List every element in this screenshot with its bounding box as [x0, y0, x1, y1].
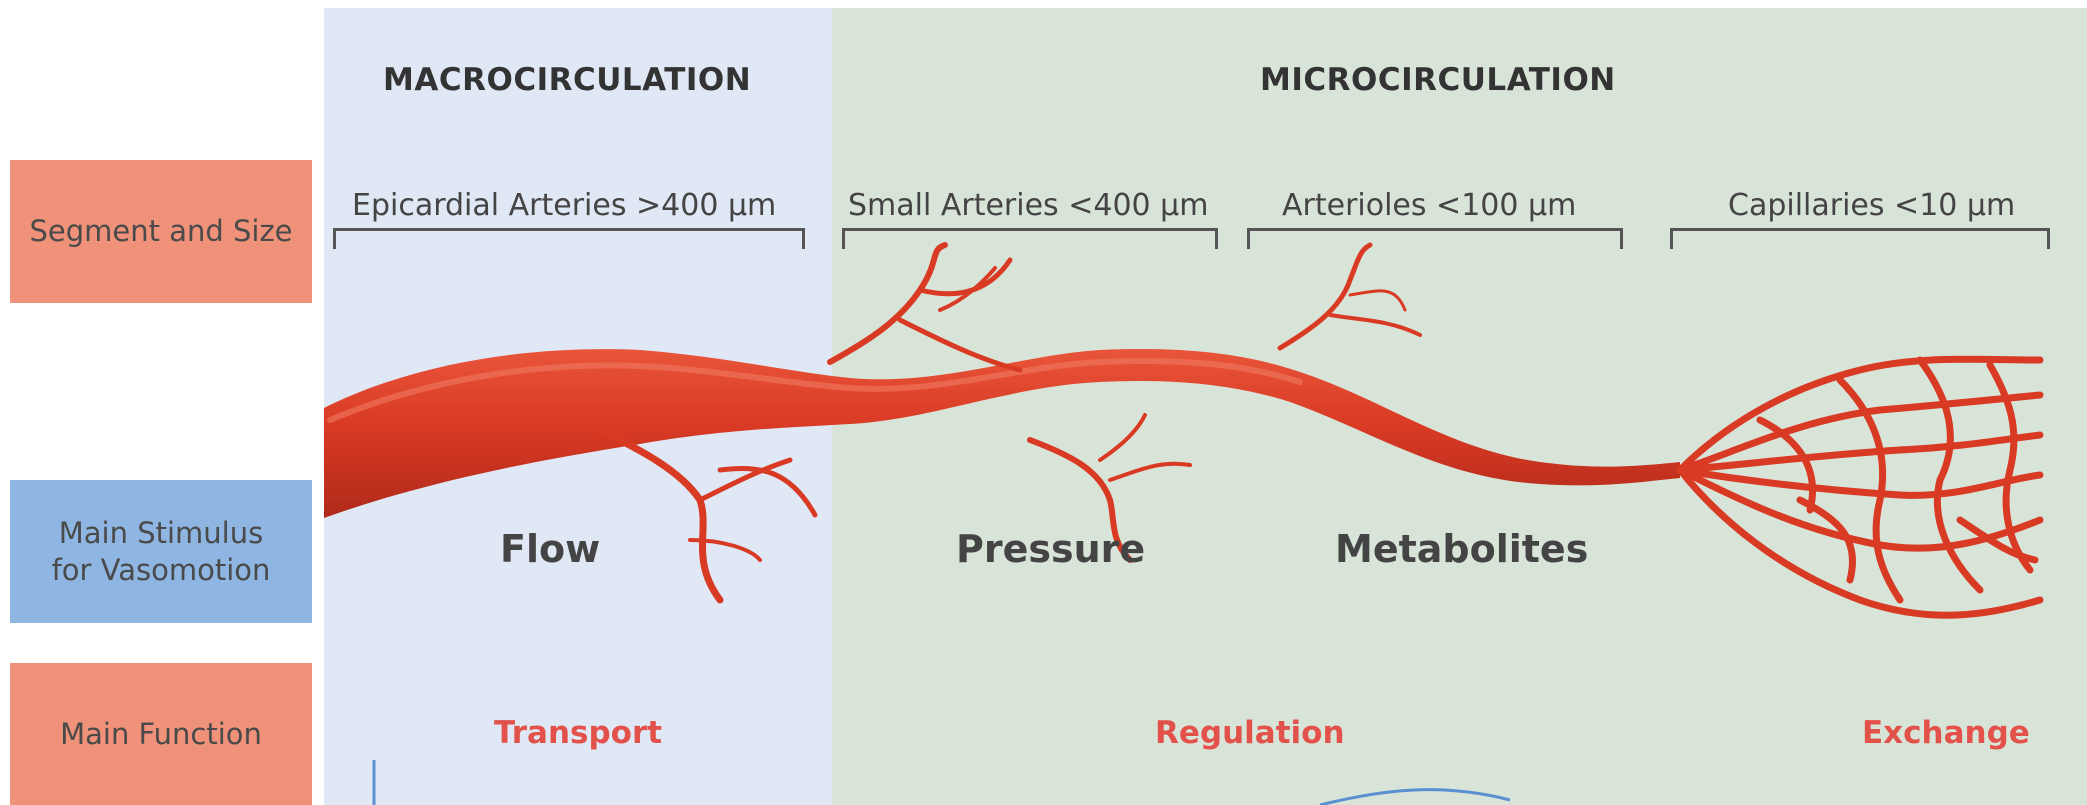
epicardial-branch	[600, 430, 815, 600]
small-artery-branch-up	[830, 245, 1020, 370]
function-exchange: Exchange	[1862, 715, 2030, 751]
stimulus-metabolites: Metabolites	[1335, 527, 1588, 571]
stimulus-pressure: Pressure	[956, 527, 1145, 571]
arteriole-branch-up	[1280, 245, 1420, 348]
capillary-network	[1680, 359, 2040, 615]
function-regulation: Regulation	[1155, 715, 1345, 751]
function-transport: Transport	[494, 715, 662, 751]
blue-curve	[1320, 790, 1510, 805]
stimulus-flow: Flow	[500, 527, 600, 571]
